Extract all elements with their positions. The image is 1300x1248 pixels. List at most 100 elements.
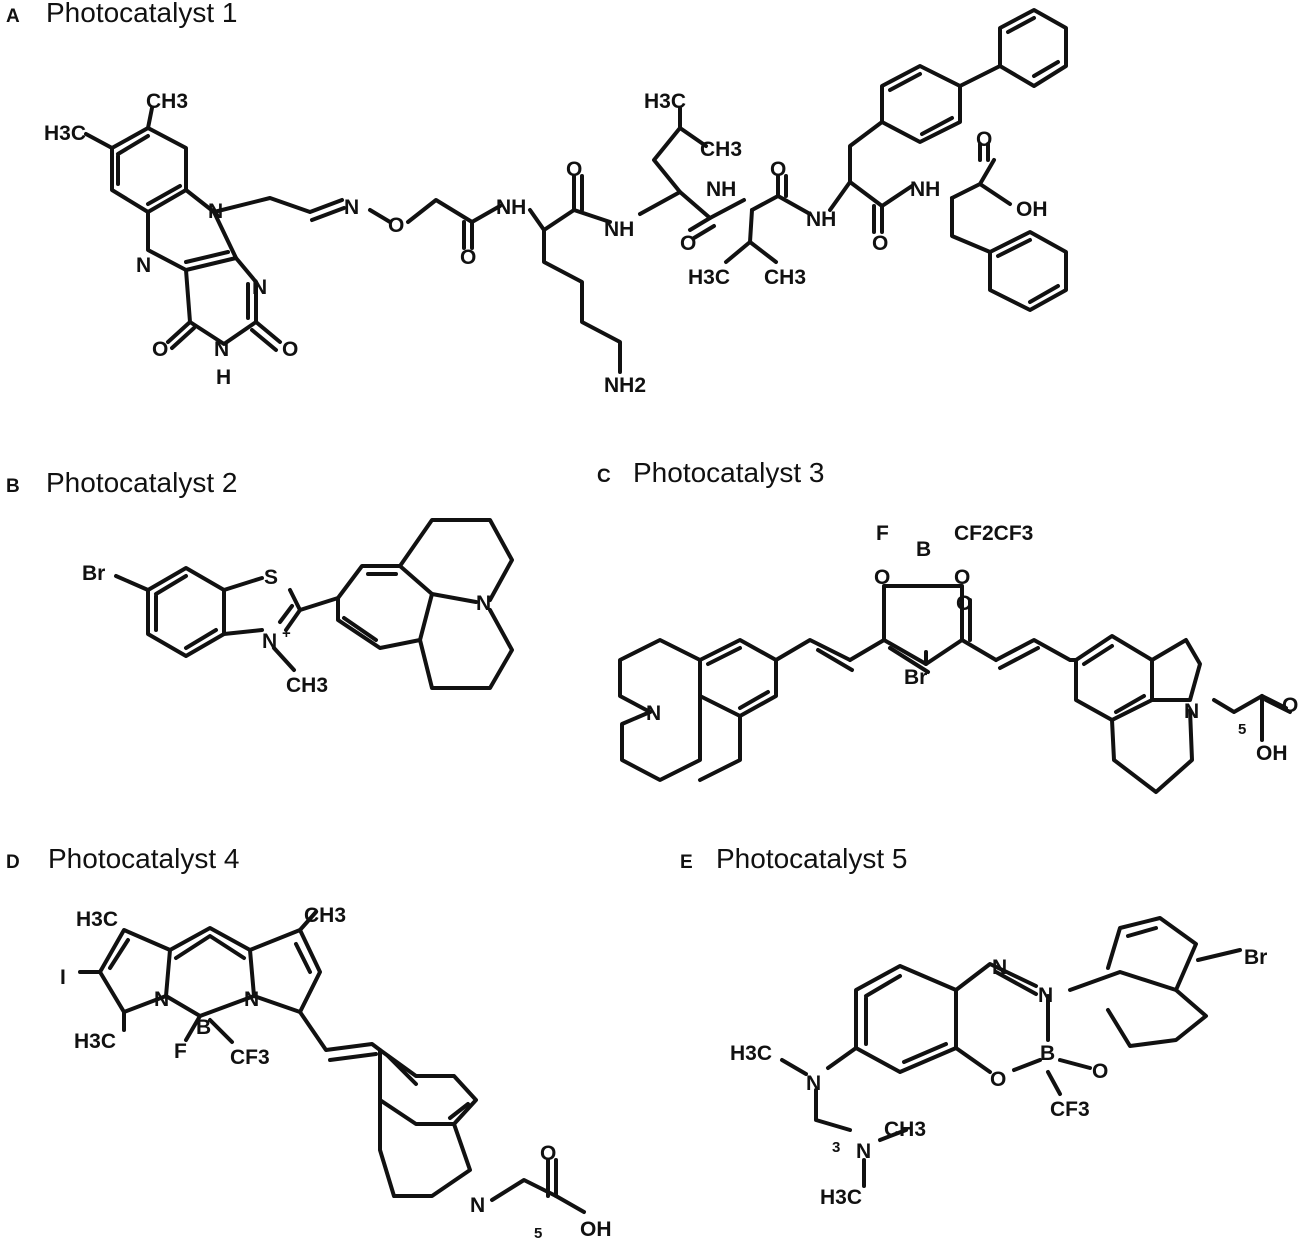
atom-label: O <box>976 128 992 151</box>
atom-label: O <box>282 338 298 361</box>
atom-label: N <box>470 1194 485 1217</box>
atom-label: CH3 <box>286 674 328 697</box>
atom-label: CH3 <box>304 904 346 927</box>
atom-label: NH <box>806 208 836 231</box>
panel-title-d: Photocatalyst 4 <box>48 843 239 874</box>
atom-label: Br <box>82 562 105 585</box>
atom-label: I <box>60 966 66 989</box>
structure-photocatalyst-5: N N Br H3C N O B O CF3 3 N CH3 H3C <box>730 916 1267 1209</box>
atom-label: NH2 <box>604 374 646 397</box>
atom-label: NH <box>604 218 634 241</box>
panel-letter-a: A <box>6 6 20 27</box>
atom-label: 5 <box>534 1225 542 1242</box>
panel-e-heading: E Photocatalyst 5 <box>680 843 907 874</box>
atom-label: H3C <box>74 1030 116 1053</box>
atom-label: O <box>990 1068 1006 1091</box>
atom-label: CF3 <box>230 1046 270 1069</box>
atom-label: N <box>856 1140 871 1163</box>
atom-label: O <box>566 158 582 181</box>
panel-title-a: Photocatalyst 1 <box>46 0 237 28</box>
atom-label: O <box>460 246 476 269</box>
atom-label: CF2CF3 <box>954 522 1033 545</box>
atom-label: S <box>264 566 278 589</box>
atom-label: F <box>876 522 889 545</box>
atom-label: CH3 <box>700 138 742 161</box>
atom-label: H3C <box>688 266 730 289</box>
atom-label: Br <box>904 666 927 689</box>
panel-title-c: Photocatalyst 3 <box>633 457 824 488</box>
structure-photocatalyst-3: F B CF2CF3 O O O Br N N 5 O OH <box>618 522 1298 794</box>
structure-photocatalyst-2: Br S N + CH3 N <box>82 518 514 697</box>
atom-label: CH3 <box>764 266 806 289</box>
atom-label: N <box>344 196 359 219</box>
atom-label: O <box>956 592 972 615</box>
atom-label: B <box>916 538 931 561</box>
atom-label: F <box>174 1040 187 1063</box>
atom-label: OH <box>1016 198 1048 221</box>
atom-label: 5 <box>1238 721 1246 738</box>
atom-label: H <box>216 366 231 389</box>
atom-labels-photocatalyst-5: N N Br H3C N O B O CF3 3 N CH3 H3C <box>730 946 1267 1209</box>
atom-label: NH <box>706 178 736 201</box>
atom-label: O <box>1282 694 1298 717</box>
atom-label: OH <box>580 1218 612 1241</box>
atom-label: H3C <box>44 122 86 145</box>
atom-label: H3C <box>820 1186 862 1209</box>
atom-label: O <box>770 158 786 181</box>
atom-labels-photocatalyst-3: F B CF2CF3 O O O Br N N 5 O OH <box>646 522 1298 765</box>
atom-label: N <box>252 276 267 299</box>
panel-title-e: Photocatalyst 5 <box>716 843 907 874</box>
atom-label: N <box>1038 984 1053 1007</box>
atom-label: N <box>136 254 151 277</box>
atom-labels-photocatalyst-2: Br S N + CH3 N <box>82 562 491 697</box>
atom-labels-photocatalyst-1: CH3 H3C N N N O N H O N O O NH O NH2 NH … <box>44 90 1048 397</box>
atom-label: NH <box>496 196 526 219</box>
bonds-photocatalyst-3 <box>618 584 1292 794</box>
atom-label: O <box>874 566 890 589</box>
atom-label: O <box>872 232 888 255</box>
atom-label: 3 <box>832 1139 840 1156</box>
panel-d-heading: D Photocatalyst 4 <box>6 843 239 874</box>
atom-label: CH3 <box>146 90 188 113</box>
atom-label: O <box>540 1142 556 1165</box>
structure-photocatalyst-4: H3C CH3 I N N B H3C F CF3 N 5 O OH <box>60 904 612 1242</box>
panel-letter-b: B <box>6 476 20 497</box>
atom-label: N <box>214 338 229 361</box>
atom-label: O <box>680 232 696 255</box>
atom-label: N <box>806 1072 821 1095</box>
atom-label: N <box>992 956 1007 979</box>
panel-letter-e: E <box>680 852 693 873</box>
atom-label: O <box>152 338 168 361</box>
structure-photocatalyst-1: CH3 H3C N N N O N H O N O O NH O NH2 NH … <box>44 8 1068 397</box>
atom-label: OH <box>1256 742 1288 765</box>
atom-label: H3C <box>76 908 118 931</box>
atom-label: + <box>282 625 291 642</box>
atom-label: B <box>196 1016 211 1039</box>
panel-a-heading: A Photocatalyst 1 <box>6 0 237 28</box>
atom-label: N <box>476 592 491 615</box>
atom-label: N <box>208 200 223 223</box>
panel-letter-d: D <box>6 852 20 873</box>
atom-label: O <box>388 214 404 237</box>
atom-label: Br <box>1244 946 1267 969</box>
bonds-photocatalyst-5 <box>780 916 1242 1188</box>
atom-label: N <box>646 702 661 725</box>
atom-label: NH <box>910 178 940 201</box>
atom-label: H3C <box>730 1042 772 1065</box>
bonds-photocatalyst-2 <box>114 518 514 690</box>
atom-label: B <box>1040 1042 1055 1065</box>
atom-label: CF3 <box>1050 1098 1090 1121</box>
atom-label: H3C <box>644 90 686 113</box>
panel-b-heading: B Photocatalyst 2 <box>6 467 237 498</box>
atom-label: CH3 <box>884 1118 926 1141</box>
panel-c-heading: C Photocatalyst 3 <box>597 457 824 488</box>
atom-label: N <box>154 988 169 1011</box>
bonds-photocatalyst-4 <box>78 910 586 1214</box>
atom-label: N <box>244 988 259 1011</box>
panel-title-b: Photocatalyst 2 <box>46 467 237 498</box>
atom-label: O <box>954 566 970 589</box>
bonds-photocatalyst-1 <box>84 8 1068 374</box>
atom-label: N <box>1184 700 1199 723</box>
panel-letter-c: C <box>597 466 611 487</box>
